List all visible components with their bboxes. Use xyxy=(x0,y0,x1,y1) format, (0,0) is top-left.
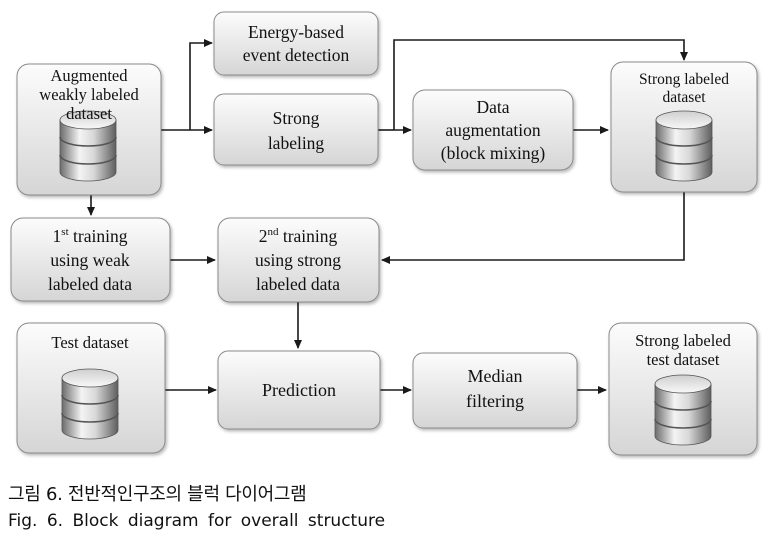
node-test-dataset: Test dataset xyxy=(16,322,166,454)
node-strong-labeling: Strong labeling xyxy=(213,93,379,166)
node-strong-dataset: Strong labeled dataset xyxy=(610,61,758,193)
node-energy-detection: Energy-based event detection xyxy=(213,11,379,76)
energy-detection-label-2: event detection xyxy=(243,45,350,65)
median-filtering-label-1: Median xyxy=(468,366,523,386)
test-dataset-label: Test dataset xyxy=(51,333,129,352)
node-second-training: 2nd training using strong labeled data xyxy=(217,217,380,303)
first-training-label-1: 1st training xyxy=(53,226,128,246)
second-training-label-3: labeled data xyxy=(256,274,340,294)
node-first-training: 1st training using weak labeled data xyxy=(10,217,171,302)
node-prediction: Prediction xyxy=(217,350,381,430)
strong-dataset-label-2: dataset xyxy=(662,89,706,106)
first-training-label-3: labeled data xyxy=(48,274,132,294)
strong-labeling-label-1: Strong xyxy=(273,108,320,128)
second-training-label-1: 2nd training xyxy=(259,226,338,246)
first-training-label-2: using weak xyxy=(50,250,129,270)
node-data-augmentation: Data augmentation (block mixing) xyxy=(412,89,574,171)
median-filtering-label-2: filtering xyxy=(466,391,524,411)
data-augmentation-label-1: Data xyxy=(476,97,509,117)
node-strong-test-dataset: Strong labeled test dataset xyxy=(608,322,758,456)
figure-caption-english: Fig. 6. Block diagram for overall struct… xyxy=(8,511,386,531)
prediction-label: Prediction xyxy=(262,380,336,400)
figure-caption-korean: 그림 6. 전반적인구조의 블럭 다이어그램 xyxy=(8,484,307,505)
second-training-label-2: using strong xyxy=(255,250,341,270)
augmented-dataset-label-2: weakly labeled xyxy=(39,85,139,104)
energy-detection-label-1: Energy-based xyxy=(248,22,344,42)
edge-to-strong-dataset xyxy=(393,39,688,130)
data-augmentation-label-3: (block mixing) xyxy=(441,143,546,163)
edge-dataset-to-second-training xyxy=(381,192,685,264)
augmented-dataset-label-3: dataset xyxy=(66,104,112,123)
strong-labeling-label-2: labeling xyxy=(268,133,325,153)
edges xyxy=(87,39,688,394)
strong-test-dataset-label-2: test dataset xyxy=(647,350,720,369)
augmented-dataset-label-1: Augmented xyxy=(51,66,129,85)
strong-dataset-label-1: Strong labeled xyxy=(639,71,729,88)
block-diagram: Augmented weakly labeled dataset Energy-… xyxy=(10,11,758,456)
strong-test-dataset-label-1: Strong labeled xyxy=(635,331,732,350)
node-median-filtering: Median filtering xyxy=(412,352,578,429)
edge-to-energy-detection xyxy=(189,39,213,130)
data-augmentation-label-2: augmentation xyxy=(445,120,541,140)
node-augmented-dataset: Augmented weakly labeled dataset xyxy=(16,63,162,196)
